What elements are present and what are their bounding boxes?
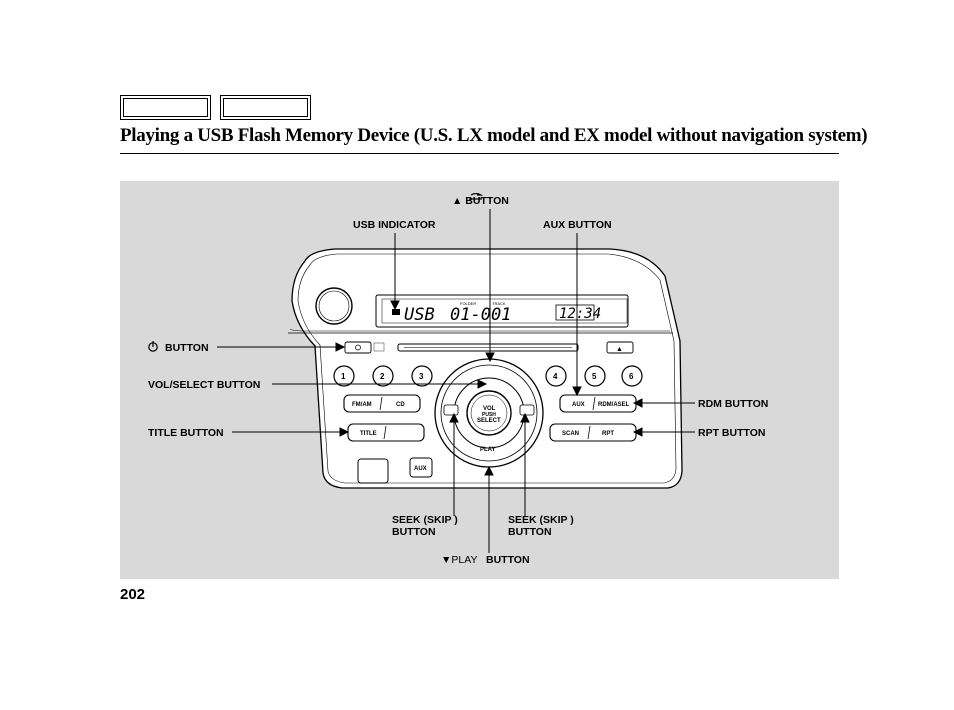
aux-jack-label: AUX <box>414 466 427 472</box>
preset-6-label: 6 <box>629 372 634 381</box>
nav-button-1[interactable] <box>120 95 211 120</box>
fm-am-label: FM/AM <box>352 402 372 408</box>
preset-5-label: 5 <box>592 372 597 381</box>
callouts: ▲ BUTTON USB INDICATOR AUX BUTTON BUTTON… <box>148 192 768 566</box>
audio-unit-diagram: USB FOLDER TRACK 01-001 12:34 ▲ 1 2 3 4 … <box>148 192 768 566</box>
display-folder-track: 01-001 <box>450 305 511 325</box>
display-clock: 12:34 <box>559 306 601 322</box>
seek-right-icon <box>519 404 535 416</box>
callout-rdm-button: RDM BUTTON <box>698 398 768 410</box>
preset-5-button[interactable] <box>584 365 606 387</box>
return-icon <box>470 192 484 196</box>
callout-seek-right-line1: SEEK (SKIP ) <box>508 514 574 526</box>
vol-select-knob[interactable] <box>466 390 512 436</box>
callout-title-button: TITLE BUTTON <box>148 427 224 439</box>
knob-vol-label: VOL <box>483 406 496 412</box>
fm-am-cd-button[interactable] <box>343 394 421 413</box>
knob-play-label: PLAY <box>480 447 495 453</box>
page-number: 202 <box>120 586 146 603</box>
preset-4-button[interactable] <box>545 365 567 387</box>
preset-2-button[interactable] <box>372 365 394 387</box>
display-folder-label: FOLDER <box>460 301 476 306</box>
knob-push-label: PUSH <box>482 412 496 418</box>
power-icon <box>355 344 361 351</box>
aux-label: AUX <box>572 402 585 408</box>
callout-seek-left-line1: SEEK (SKIP ) <box>392 514 458 526</box>
preset-3-label: 3 <box>419 372 424 381</box>
seek-left-icon <box>443 404 459 416</box>
display-mode: USB <box>404 305 435 325</box>
scan-label: SCAN <box>562 431 579 437</box>
callout-aux-button: AUX BUTTON <box>543 219 612 231</box>
preset-3-button[interactable] <box>411 365 433 387</box>
leader-lines <box>217 209 695 553</box>
preset-6-button[interactable] <box>621 365 643 387</box>
nav-button-2[interactable] <box>220 95 311 120</box>
callout-seek-right-line2: BUTTON <box>508 526 552 538</box>
callout-rpt-button: RPT BUTTON <box>698 427 765 439</box>
preset-buttons: 1 2 3 4 5 6 <box>333 365 643 387</box>
preset-1-label: 1 <box>341 372 346 381</box>
callout-play-prefix: ▼PLAY <box>441 554 477 566</box>
title-label: TITLE <box>360 431 377 437</box>
callout-seek-left-line2: BUTTON <box>392 526 436 538</box>
page-title: Playing a USB Flash Memory Device (U.S. … <box>120 125 868 146</box>
callout-vol-select-button: VOL/SELECT BUTTON <box>148 379 260 391</box>
cd-label: CD <box>396 402 405 408</box>
preset-1-button[interactable] <box>333 365 355 387</box>
callout-play-button: BUTTON <box>486 554 530 566</box>
eject-icon: ▲ <box>616 346 623 353</box>
power-button[interactable] <box>344 341 372 354</box>
audio-unit-figure: USB FOLDER TRACK 01-001 12:34 ▲ 1 2 3 4 … <box>120 181 839 579</box>
usb-port <box>357 458 389 484</box>
preset-4-label: 4 <box>553 372 558 381</box>
callout-eject-button: ▲ BUTTON <box>452 195 509 207</box>
callout-usb-indicator: USB INDICATOR <box>353 219 436 231</box>
eject-button[interactable] <box>606 341 634 354</box>
title-divider <box>120 153 839 154</box>
preset-2-label: 2 <box>380 372 385 381</box>
head-unit: USB FOLDER TRACK 01-001 12:34 ▲ 1 2 3 4 … <box>288 248 683 489</box>
knob-select-label: SELECT <box>477 418 501 424</box>
usb-indicator-icon <box>392 309 400 315</box>
rpt-label: RPT <box>602 431 614 437</box>
display-track-label: TRACK <box>492 301 506 306</box>
rdm-label: RDM/ASEL <box>598 402 630 408</box>
aux-jack <box>409 457 433 478</box>
callout-power-button: BUTTON <box>165 342 209 354</box>
